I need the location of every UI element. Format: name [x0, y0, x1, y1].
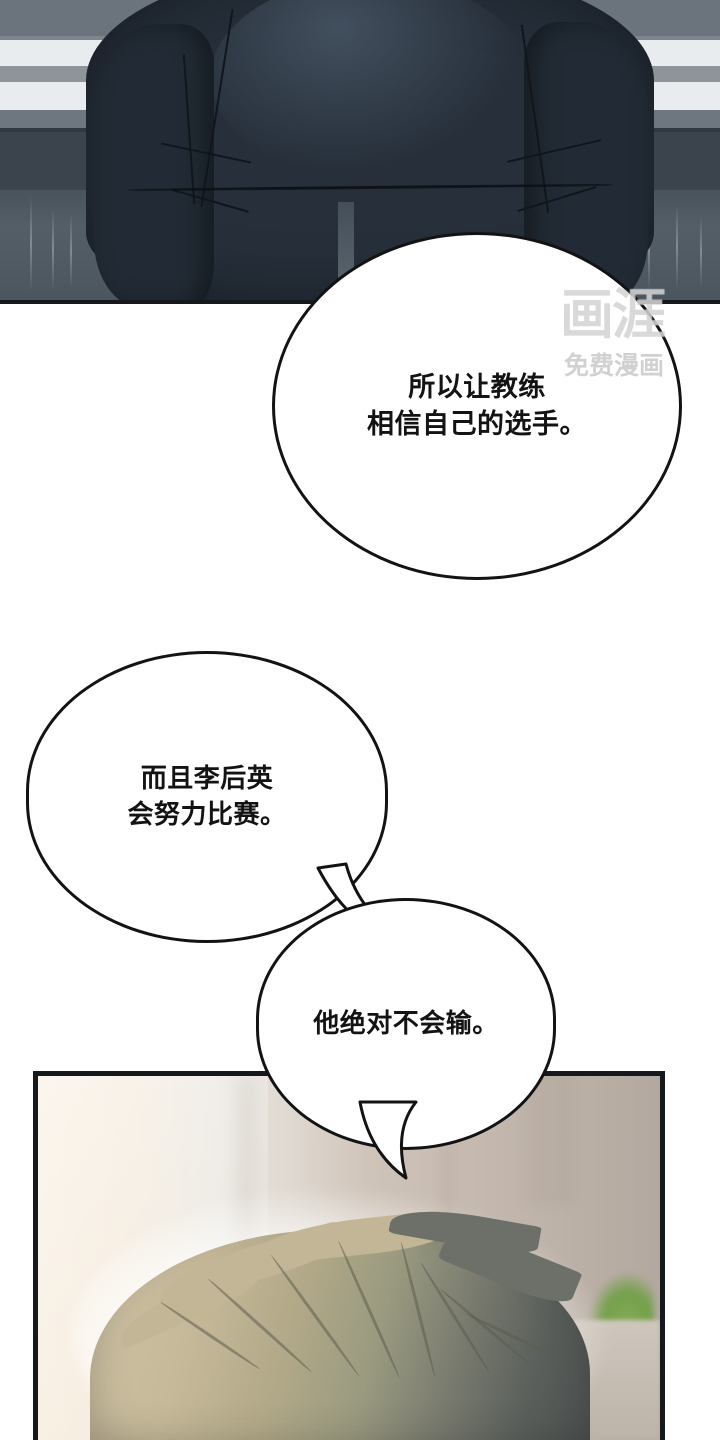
comic-panel-bottom	[33, 1071, 665, 1440]
floor-streak	[52, 208, 54, 290]
floor-streak	[700, 216, 702, 288]
speech-bubble-1: 所以让教练 相信自己的选手。	[272, 232, 682, 580]
speech-bubble-1-text: 所以让教练 相信自己的选手。	[367, 371, 587, 439]
speech-bubble-3-tail	[358, 1100, 418, 1180]
character-head	[72, 1188, 608, 1440]
speech-bubble-2-text: 而且李后英 会努力比赛。	[127, 763, 287, 829]
floor-streak	[70, 214, 72, 288]
jacket-highlight	[210, 0, 530, 178]
comic-panel-top	[0, 0, 720, 304]
floor-streak	[30, 196, 32, 292]
floor-streak	[676, 204, 678, 290]
background-column	[524, 1076, 576, 1206]
jacket-left-sleeve	[94, 24, 214, 300]
speech-bubble-2: 而且李后英 会努力比赛。	[26, 651, 388, 943]
speech-bubble-3-text: 他绝对不会输。	[313, 1008, 499, 1039]
floor-streak	[648, 210, 650, 290]
